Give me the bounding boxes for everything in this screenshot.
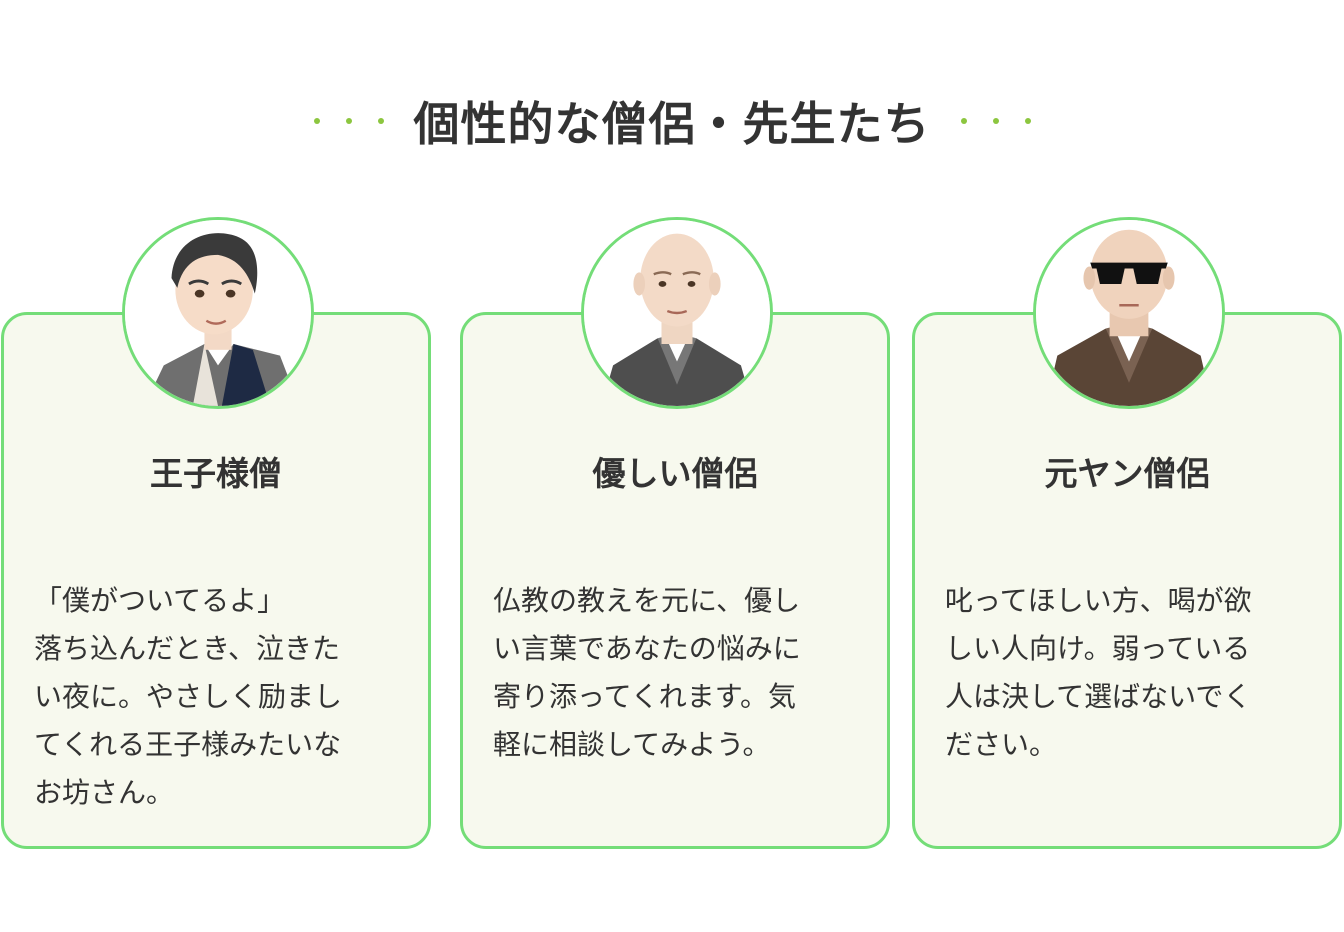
card-description: 「僕がついてるよ」 落ち込んだとき、泣きた い夜に。やさしく励まし てくれる王子… [34, 577, 394, 817]
description-line: 叱ってほしい方、喝が欲 [945, 584, 1252, 617]
description-line: しい人向け。弱っている [945, 632, 1251, 665]
prince-monk-portrait-icon [125, 220, 311, 406]
card-title: 王子様僧 [150, 454, 282, 493]
section-header: 個性的な僧侶・先生たち [0, 88, 1344, 154]
description-line: 仏教の教えを元に、優し [493, 584, 801, 617]
description-line: てくれる王子様みたいな [34, 728, 342, 761]
description-line: 「僕がついてるよ」 [34, 584, 286, 617]
ex-yankee-monk-portrait-icon [1036, 220, 1222, 406]
description-line: い夜に。やさしく励まし [34, 680, 343, 713]
monk-card-prince[interactable]: 王子様僧 「僕がついてるよ」 落ち込んだとき、泣きた い夜に。やさしく励まし て… [1, 217, 431, 849]
description-line: 落ち込んだとき、泣きた [34, 632, 341, 665]
card-title: 優しい僧侶 [592, 454, 758, 493]
decorative-dots-right [960, 118, 1031, 124]
monk-card-gentle[interactable]: 優しい僧侶 仏教の教えを元に、優し い言葉であなたの悩みに 寄り添ってくれます。… [460, 217, 890, 849]
description-line: ださい。 [945, 728, 1058, 761]
section-title: 個性的な僧侶・先生たち [413, 97, 931, 151]
description-line: 人は決して選ばないでく [945, 680, 1252, 713]
gentle-monk-portrait-icon [584, 220, 770, 406]
description-line: い言葉であなたの悩みに [493, 632, 801, 665]
card-description: 仏教の教えを元に、優し い言葉であなたの悩みに 寄り添ってくれます。気 軽に相談… [493, 577, 853, 769]
description-line: お坊さん。 [34, 776, 175, 809]
description-line: 寄り添ってくれます。気 [493, 680, 796, 713]
card-title: 元ヤン僧侶 [1044, 454, 1210, 493]
decorative-dots-left [313, 118, 384, 124]
ex-yankee-monk-avatar [1033, 217, 1225, 409]
prince-monk-avatar [122, 217, 314, 409]
description-line: 軽に相談してみよう。 [493, 728, 771, 761]
gentle-monk-avatar [581, 217, 773, 409]
card-description: 叱ってほしい方、喝が欲 しい人向け。弱っている 人は決して選ばないでく ださい。 [945, 577, 1305, 769]
monk-card-ex-yankee[interactable]: 元ヤン僧侶 叱ってほしい方、喝が欲 しい人向け。弱っている 人は決して選ばないで… [912, 217, 1342, 849]
